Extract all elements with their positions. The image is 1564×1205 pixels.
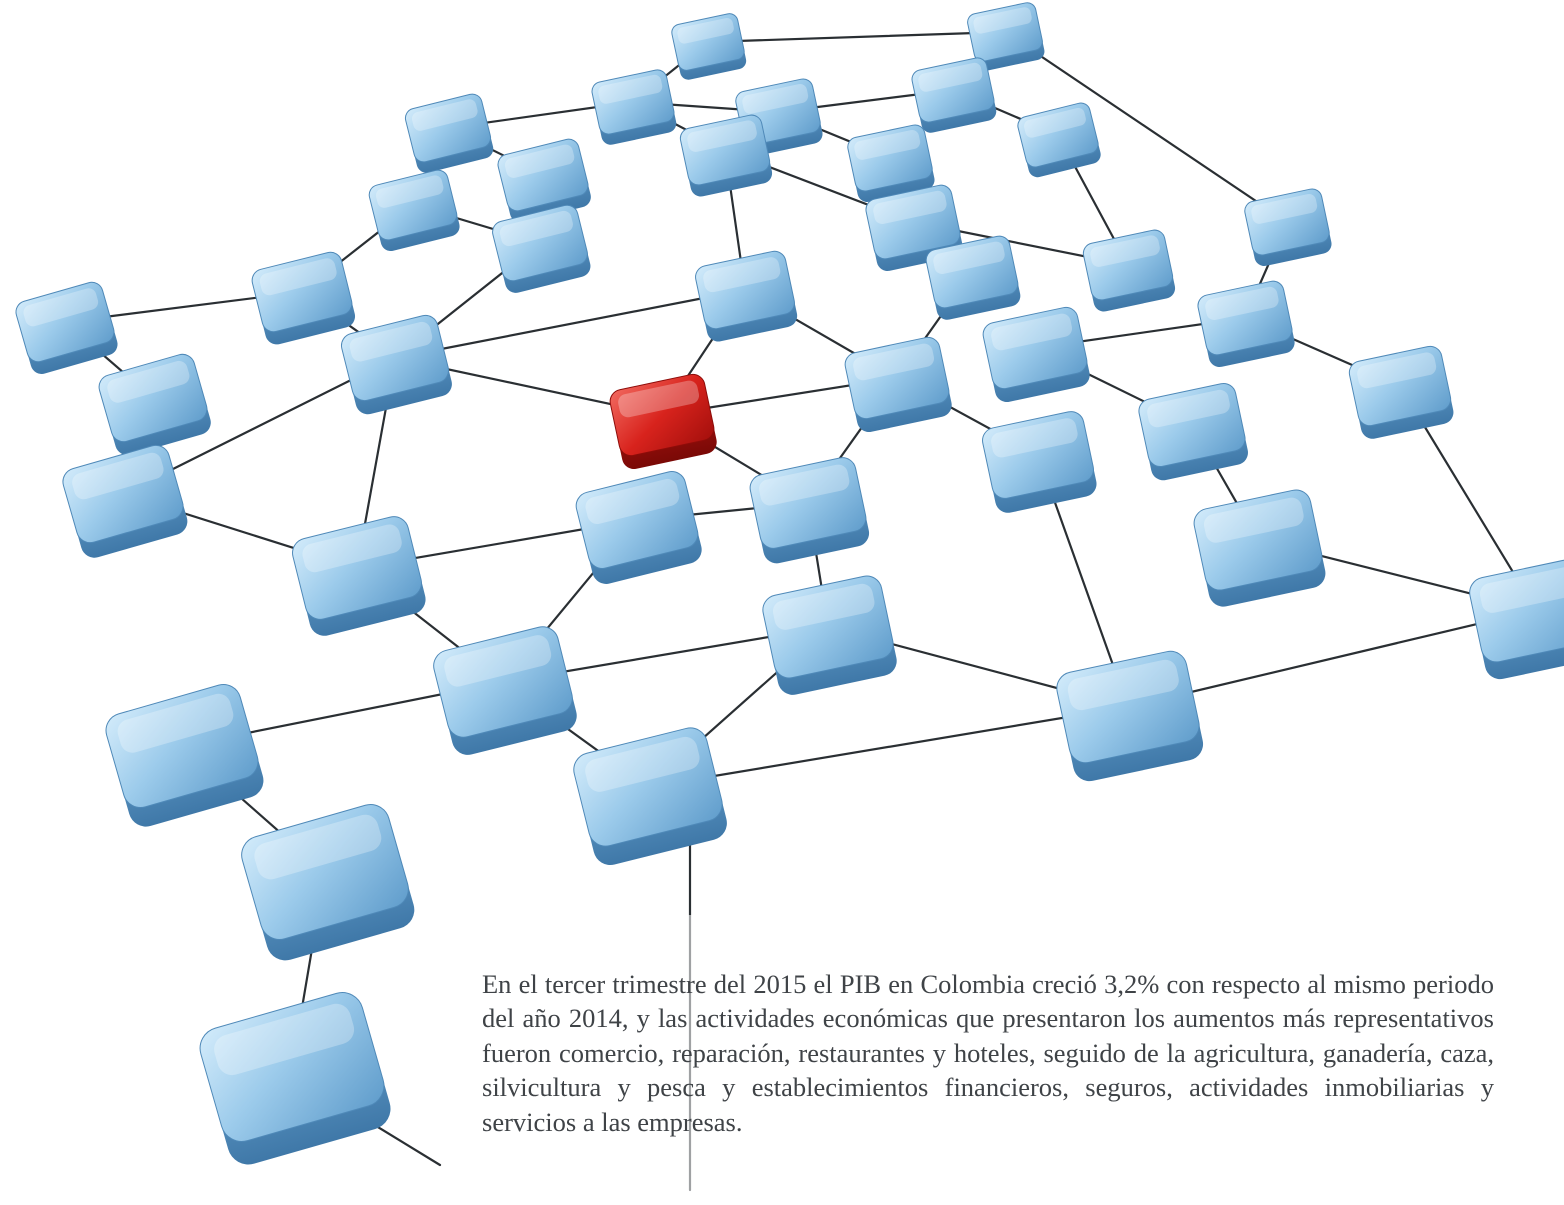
caption-text: En el tercer trimestre del 2015 el PIB e…: [482, 968, 1494, 1137]
connection-line: [1126, 608, 1538, 709]
network-node: [62, 444, 188, 558]
network-node: [15, 281, 118, 374]
network-node: [1469, 557, 1564, 680]
network-nodes: [15, 2, 1564, 1165]
network-node: [844, 336, 952, 433]
network-node: [497, 138, 591, 223]
network-node: [967, 2, 1045, 71]
network-node: [1197, 280, 1295, 368]
network-node: [671, 13, 747, 80]
connection-line: [393, 288, 747, 360]
network-node: [679, 114, 773, 197]
network-node: [340, 314, 452, 415]
network-node: [241, 804, 415, 961]
network-node: [433, 626, 577, 755]
connection-line: [1003, 30, 1289, 224]
network-node: [1193, 489, 1326, 607]
network-node: [573, 727, 727, 866]
network-node: [199, 992, 391, 1165]
network-node: [1056, 650, 1204, 782]
network-node: [105, 683, 264, 827]
network-node: [1082, 229, 1176, 312]
network-node: [251, 251, 356, 345]
network-node: [404, 93, 494, 173]
network-node: [1017, 102, 1101, 178]
highlighted-node: [609, 373, 717, 470]
network-node: [911, 57, 997, 133]
network-node: [847, 124, 935, 202]
connection-line: [706, 30, 1007, 44]
network-node: [591, 69, 677, 145]
network-node: [1244, 188, 1332, 266]
caption-backdrop: [470, 915, 1564, 1205]
network-node: [292, 516, 426, 636]
network-node: [762, 575, 897, 695]
network-node: [1348, 345, 1454, 439]
network-node: [749, 457, 870, 564]
network-node: [575, 471, 702, 584]
network-node: [492, 204, 591, 293]
connection-line: [646, 705, 1130, 789]
network-node: [982, 306, 1090, 403]
network-node: [368, 169, 460, 252]
network-node: [982, 411, 1097, 513]
network-node: [98, 353, 211, 456]
network-node: [925, 235, 1021, 320]
network-node: [1138, 382, 1248, 481]
network-node: [695, 250, 798, 342]
